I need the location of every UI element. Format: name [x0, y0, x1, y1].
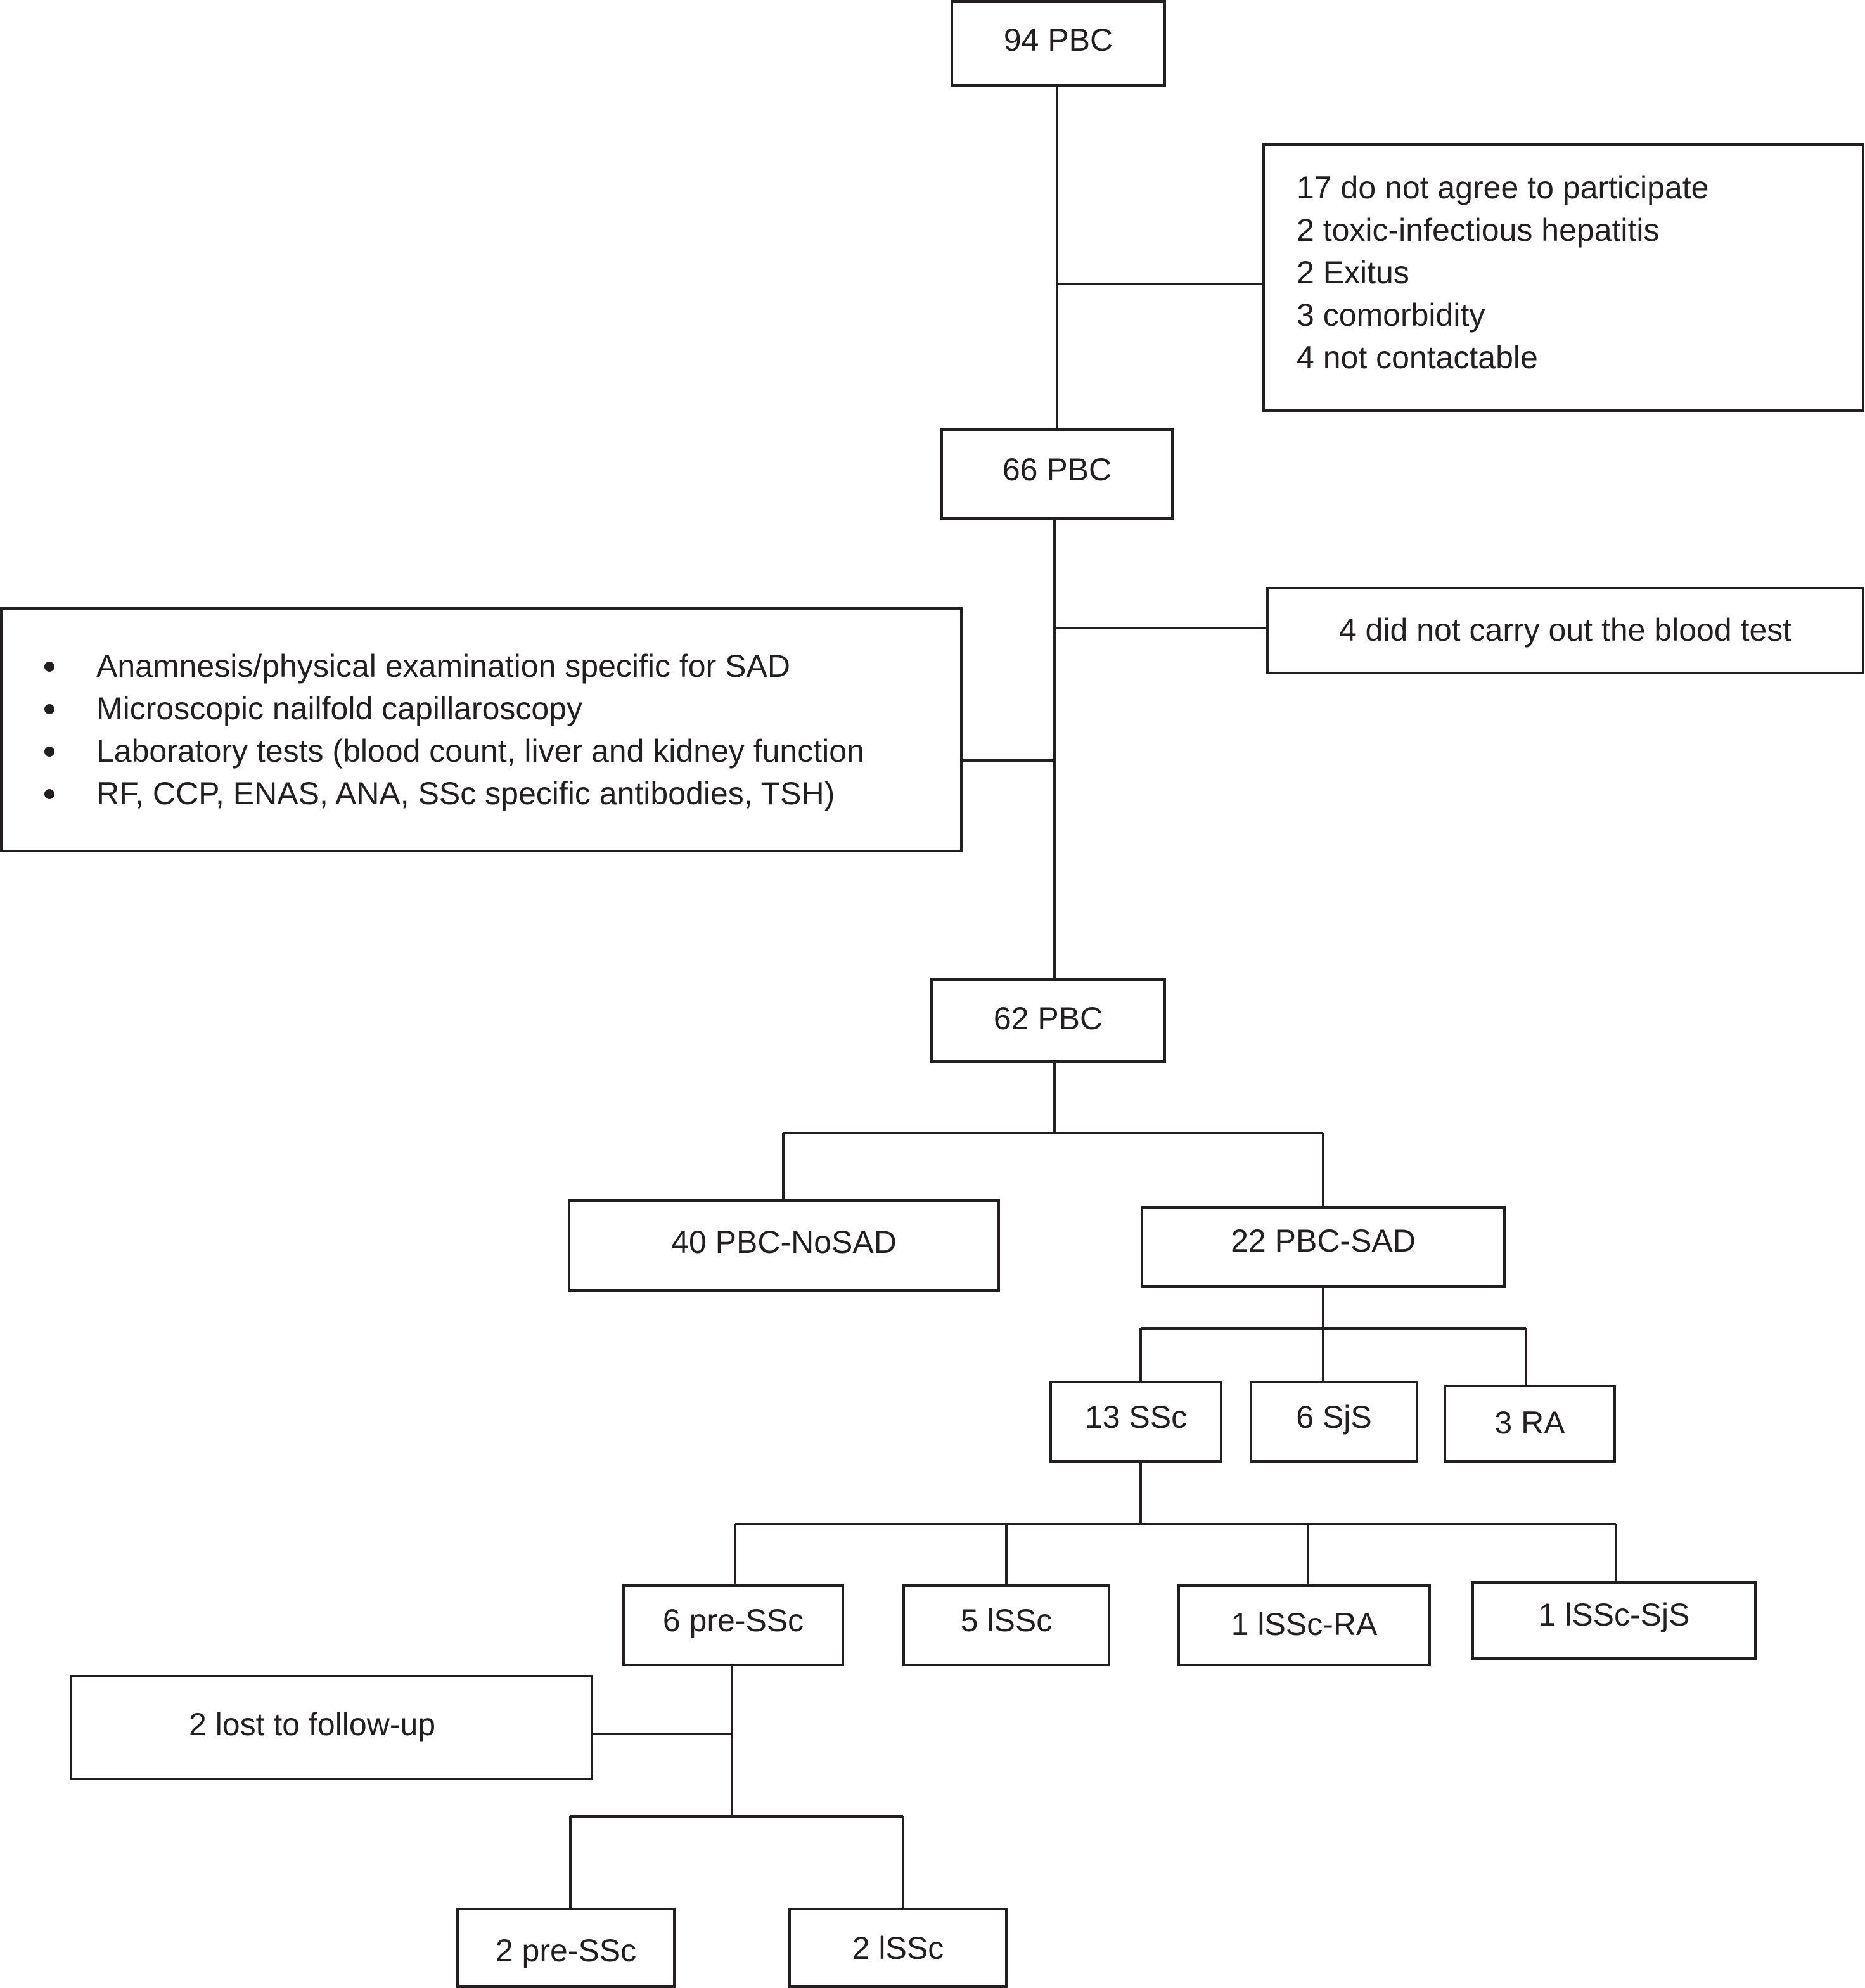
- node-62-pbc-label: 62 PBC: [993, 1001, 1103, 1036]
- node-pre-ssc-2: 2 pre-SSc: [456, 1908, 676, 1988]
- assessment-text: Laboratory tests (blood count, liver and…: [96, 733, 864, 769]
- assessment-item: Microscopic nailfold capillaroscopy: [44, 688, 864, 730]
- bullet-icon: [44, 704, 54, 714]
- exclusions-box: 17 do not agree to participate 2 toxic-i…: [1262, 143, 1864, 412]
- node-lssc-5: 5 lSSc: [902, 1584, 1110, 1666]
- node-94-pbc: 94 PBC: [951, 0, 1166, 87]
- node-94-pbc-label: 94 PBC: [1003, 22, 1113, 58]
- node-lssc-sjs-label: 1 lSSc-SjS: [1538, 1597, 1690, 1632]
- node-pbc-nosad-label: 40 PBC-NoSAD: [671, 1224, 897, 1260]
- node-pre-ssc-6: 6 pre-SSc: [622, 1584, 844, 1666]
- node-ra-label: 3 RA: [1494, 1405, 1565, 1440]
- exclusion-item: 3 comorbidity: [1297, 297, 1485, 333]
- bullet-icon: [44, 662, 54, 672]
- node-lssc-ra-label: 1 lSSc-RA: [1231, 1606, 1378, 1642]
- node-sjs: 6 SjS: [1250, 1381, 1418, 1463]
- assessment-item: Anamnesis/physical examination specific …: [44, 645, 864, 688]
- node-pre-ssc-6-label: 6 pre-SSc: [662, 1603, 804, 1638]
- node-pbc-sad: 22 PBC-SAD: [1141, 1206, 1506, 1288]
- node-pbc-sad-label: 22 PBC-SAD: [1231, 1223, 1416, 1259]
- exclusion-item: 2 Exitus: [1297, 255, 1409, 290]
- assessment-text: RF, CCP, ENAS, ANA, SSc specific antibod…: [96, 776, 835, 811]
- assessment-text: Anamnesis/physical examination specific …: [96, 648, 790, 684]
- bullet-icon: [44, 789, 54, 799]
- node-lost-follow-up-label: 2 lost to follow-up: [189, 1707, 436, 1742]
- assessment-item: RF, CCP, ENAS, ANA, SSc specific antibod…: [44, 773, 864, 815]
- blood-test-box: 4 did not carry out the blood test: [1266, 587, 1864, 674]
- node-ssc: 13 SSc: [1049, 1381, 1222, 1463]
- node-66-pbc-label: 66 PBC: [1002, 452, 1112, 487]
- assessment-text: Microscopic nailfold capillaroscopy: [96, 691, 582, 726]
- node-lssc-5-label: 5 lSSc: [960, 1603, 1053, 1638]
- assessments-box: Anamnesis/physical examination specific …: [0, 607, 963, 852]
- exclusion-item: 17 do not agree to participate: [1297, 170, 1709, 205]
- blood-test-label: 4 did not carry out the blood test: [1338, 612, 1792, 648]
- node-ra: 3 RA: [1444, 1385, 1616, 1463]
- node-lssc-sjs: 1 lSSc-SjS: [1471, 1581, 1757, 1660]
- node-lssc-2-label: 2 lSSc: [852, 1930, 944, 1966]
- bullet-icon: [44, 747, 54, 757]
- node-sjs-label: 6 SjS: [1296, 1399, 1372, 1435]
- exclusions-list: 17 do not agree to participate 2 toxic-i…: [1297, 167, 1708, 379]
- exclusion-item: 4 not contactable: [1297, 340, 1538, 375]
- node-lssc-ra: 1 lSSc-RA: [1177, 1584, 1431, 1666]
- node-66-pbc: 66 PBC: [940, 428, 1174, 520]
- node-lost-follow-up: 2 lost to follow-up: [70, 1675, 593, 1780]
- node-lssc-2: 2 lSSc: [788, 1908, 1008, 1988]
- exclusion-item: 2 toxic-infectious hepatitis: [1297, 212, 1660, 248]
- node-pbc-nosad: 40 PBC-NoSAD: [568, 1199, 1000, 1292]
- node-pre-ssc-2-label: 2 pre-SSc: [495, 1933, 637, 1968]
- node-62-pbc: 62 PBC: [930, 978, 1166, 1063]
- assessments-list: Anamnesis/physical examination specific …: [44, 645, 864, 815]
- node-ssc-label: 13 SSc: [1084, 1399, 1188, 1435]
- assessment-item: Laboratory tests (blood count, liver and…: [44, 730, 864, 773]
